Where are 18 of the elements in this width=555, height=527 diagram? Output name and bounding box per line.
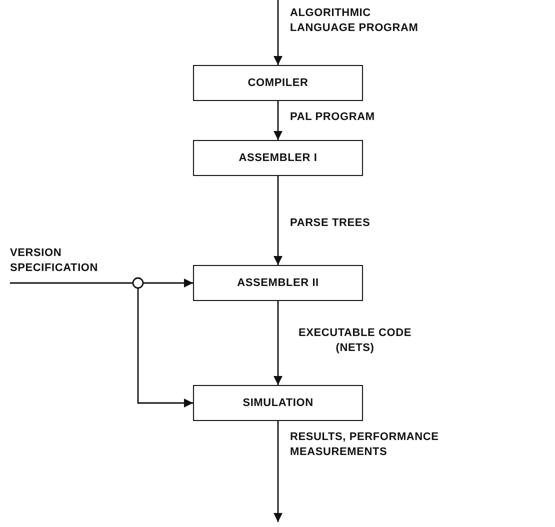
arrow [143, 278, 193, 288]
process-box: ASSEMBLER I [193, 140, 363, 176]
arrow [274, 176, 282, 265]
arrow [274, 301, 282, 385]
junction-circle [132, 277, 144, 289]
edge-label: PAL PROGRAM [290, 110, 376, 125]
process-box: SIMULATION [193, 385, 363, 421]
arrow [274, 101, 282, 140]
edge-label: VERSION SPECIFICATION [10, 246, 100, 276]
process-box: COMPILER [193, 65, 363, 101]
arrow [274, 421, 282, 522]
arrow [274, 0, 282, 65]
edge-label: PARSE TREES [290, 216, 372, 231]
edge-label: ALGORITHMIC LANGUAGE PROGRAM [290, 6, 420, 36]
edge-label: EXECUTABLE CODE (NETS) [297, 326, 413, 356]
process-box: ASSEMBLER II [193, 265, 363, 301]
arrow [137, 288, 193, 408]
edge-label: RESULTS, PERFORMANCE MEASUREMENTS [290, 430, 440, 460]
